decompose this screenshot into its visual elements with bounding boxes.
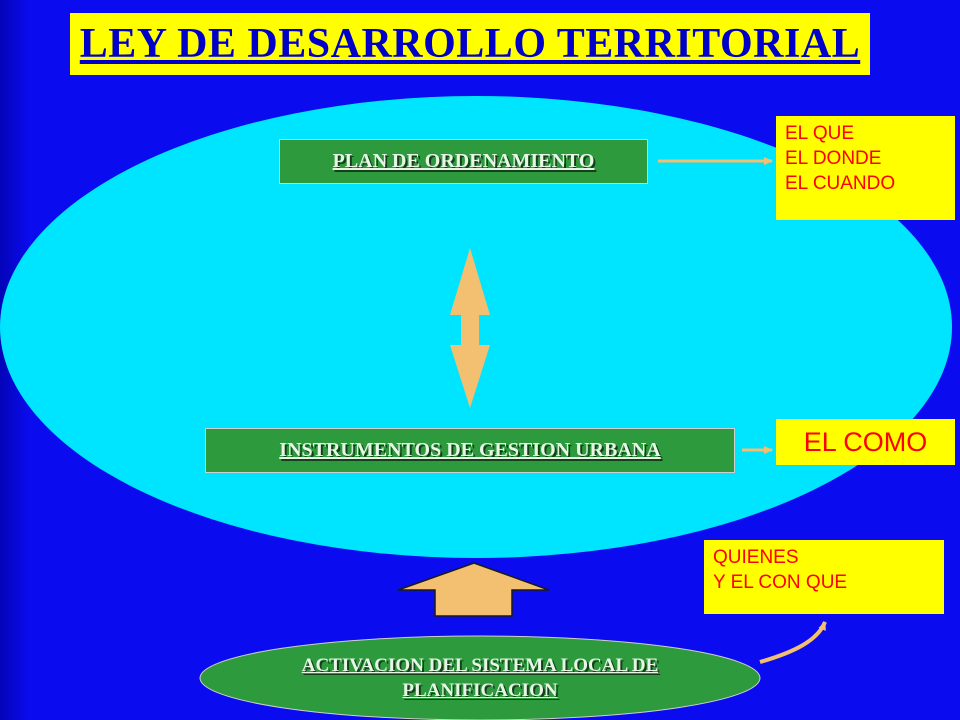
question-line: EL DONDE: [785, 148, 882, 169]
activation-label: ACTIVACION DEL SISTEMA LOCAL DE PLANIFIC…: [200, 645, 760, 711]
activation-ellipse: [199, 635, 761, 720]
up-arrow: [397, 562, 550, 617]
question-line: EL CUANDO: [785, 173, 896, 194]
what-where-when-box: EL QUE EL DONDE EL CUANDO: [776, 116, 955, 220]
plan-label: PLAN DE ORDENAMIENTO: [332, 150, 595, 172]
page-title: LEY DE DESARROLLO TERRITORIAL: [79, 21, 861, 67]
question-line: Y EL CON QUE: [713, 572, 848, 593]
who-with-what-box: QUIENES Y EL CON QUE: [704, 540, 944, 614]
curved-arrow-activation: [759, 621, 827, 664]
activation-line: ACTIVACION DEL SISTEMA LOCAL DE: [301, 655, 659, 676]
instruments-label: INSTRUMENTOS DE GESTION URBANA: [279, 439, 661, 461]
title-banner: LEY DE DESARROLLO TERRITORIAL: [70, 13, 870, 75]
plan-box: PLAN DE ORDENAMIENTO: [279, 139, 648, 184]
how-box: EL COMO: [776, 419, 955, 465]
activation-line: PLANIFICACION: [402, 680, 558, 701]
question-line: QUIENES: [713, 547, 799, 568]
question-line: EL QUE: [785, 123, 854, 144]
double-arrow: [450, 248, 490, 408]
how-label: EL COMO: [803, 426, 928, 457]
instruments-box: INSTRUMENTOS DE GESTION URBANA: [205, 428, 735, 473]
